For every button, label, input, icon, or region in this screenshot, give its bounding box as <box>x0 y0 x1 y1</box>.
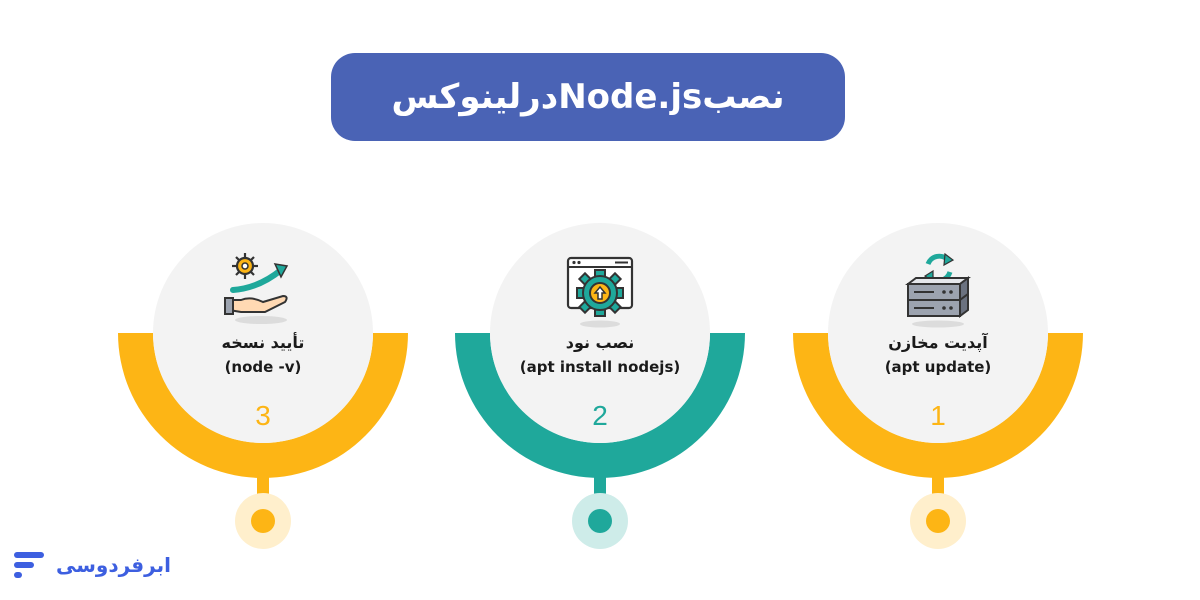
step-2: نصب نود (apt install nodejs) 2 <box>450 200 750 560</box>
brand-name: ابرفردوسی <box>56 553 171 577</box>
step-2-shape <box>455 223 745 549</box>
step-3-arc <box>118 333 408 478</box>
step-1-command: (apt update) <box>884 358 992 376</box>
step-2-arc <box>455 333 745 478</box>
step-3-command: (node -v) <box>224 358 302 376</box>
step-3-circle <box>153 223 373 443</box>
step-3: تأیید نسخه (node -v) 3 <box>113 200 413 560</box>
step-3-title: تأیید نسخه <box>221 333 305 352</box>
gear-growth-hand-icon <box>224 253 289 324</box>
step-3-number: 3 <box>255 400 271 431</box>
step-1-node-inner <box>926 509 950 533</box>
step-3-shape <box>118 223 408 549</box>
step-1-circle <box>828 223 1048 443</box>
step-1-title: آپدیت مخازن <box>888 333 988 352</box>
step-2-number: 2 <box>592 400 608 431</box>
step-2-title: نصب نود <box>565 333 635 352</box>
step-2-command: (apt install nodejs) <box>519 358 681 376</box>
brand-lines-icon <box>14 552 44 578</box>
brand-logo: ابرفردوسی <box>12 550 171 580</box>
step-2-node-inner <box>588 509 612 533</box>
step-2-circle <box>490 223 710 443</box>
step-1-number: 1 <box>930 400 946 431</box>
page-title: نصبNode.jsدرلینوکس <box>331 53 845 141</box>
server-refresh-icon <box>905 252 971 328</box>
step-1-arc <box>793 333 1083 478</box>
step-1-shape <box>793 223 1083 549</box>
step-1: آپدیت مخازن (apt update) 1 <box>788 200 1088 560</box>
install-gear-window-icon <box>566 256 634 328</box>
step-3-node-inner <box>251 509 275 533</box>
